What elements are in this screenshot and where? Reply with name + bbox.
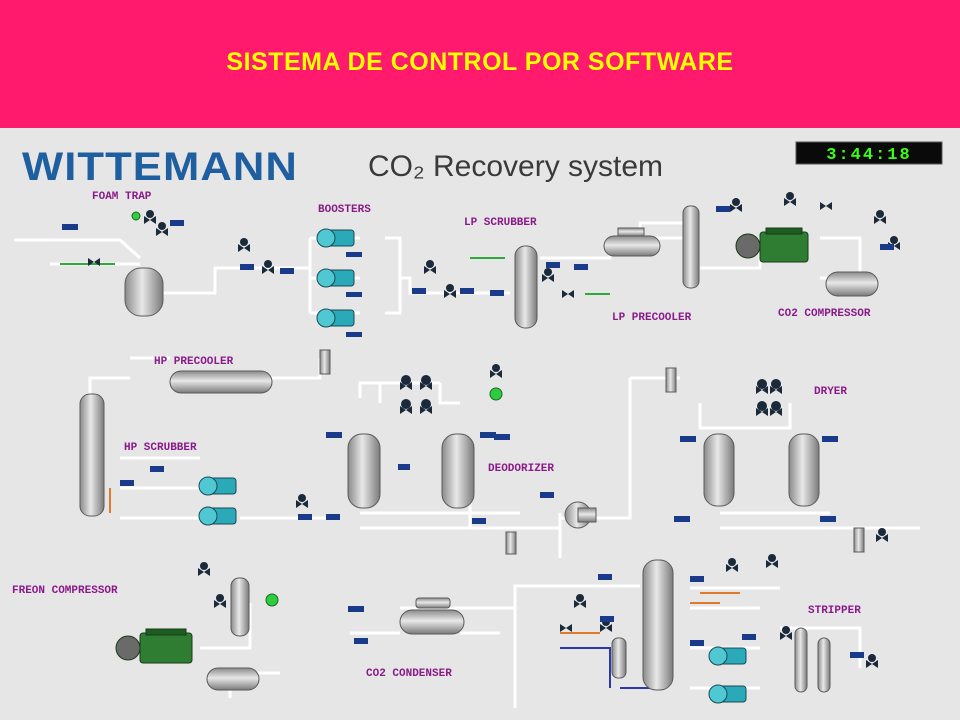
booster-pump-2[interactable] bbox=[316, 268, 355, 288]
title-banner: SISTEMA DE CONTROL POR SOFTWARE bbox=[0, 0, 960, 129]
co2-recovery-hmi: WITTEMANN CO₂ Recovery system 3:44:18 bbox=[0, 128, 960, 720]
dryer-vessel-2 bbox=[788, 433, 820, 507]
co2-compressor-motor[interactable] bbox=[735, 227, 809, 263]
deodorizer-vessel-1 bbox=[347, 433, 381, 509]
process-lines-colored bbox=[60, 257, 740, 689]
valve[interactable] bbox=[820, 202, 832, 210]
hp-pump-1[interactable] bbox=[198, 476, 237, 496]
dryer-vessel-1 bbox=[703, 433, 735, 507]
valve[interactable] bbox=[876, 528, 888, 542]
label-stripper: STRIPPER bbox=[808, 605, 861, 617]
status-indicators bbox=[131, 211, 503, 607]
booster-pump-1[interactable] bbox=[316, 228, 355, 248]
valve[interactable] bbox=[866, 654, 878, 668]
co2-column bbox=[682, 205, 700, 289]
valve[interactable] bbox=[874, 210, 886, 224]
label-lp-scrubber: LP SCRUBBER bbox=[464, 217, 537, 229]
label-hp-scrubber: HP SCRUBBER bbox=[124, 442, 197, 454]
green-status-indicator bbox=[131, 211, 141, 221]
valve[interactable] bbox=[400, 375, 412, 390]
valve[interactable] bbox=[730, 198, 742, 212]
valve[interactable] bbox=[420, 375, 432, 390]
blower bbox=[564, 501, 597, 529]
lp-precooler-exchanger bbox=[603, 235, 661, 257]
valve[interactable] bbox=[400, 399, 412, 414]
valve[interactable] bbox=[726, 558, 738, 572]
valve[interactable] bbox=[144, 210, 156, 224]
valve[interactable] bbox=[420, 399, 432, 414]
label-co2-condenser: CO2 CONDENSER bbox=[366, 668, 452, 680]
label-freon-compressor: FREON COMPRESSOR bbox=[12, 585, 118, 597]
hp-pump-2[interactable] bbox=[198, 506, 237, 526]
valve[interactable] bbox=[490, 364, 502, 378]
co2-receiver bbox=[825, 271, 879, 297]
label-foam-trap: FOAM TRAP bbox=[92, 191, 152, 203]
co2-condenser bbox=[399, 609, 465, 635]
vessels bbox=[79, 205, 879, 693]
valve[interactable] bbox=[756, 379, 768, 394]
stripper-column bbox=[642, 559, 674, 691]
valve[interactable] bbox=[574, 594, 586, 608]
booster-pumps bbox=[198, 228, 747, 704]
label-dryer: DRYER bbox=[814, 386, 847, 398]
valve[interactable] bbox=[296, 494, 308, 508]
valve[interactable] bbox=[444, 284, 456, 298]
clock-display: 3:44:18 bbox=[795, 141, 943, 165]
stripper-pump-1[interactable] bbox=[708, 646, 747, 666]
green-status-indicator bbox=[489, 387, 503, 401]
valve[interactable] bbox=[198, 562, 210, 576]
valve[interactable] bbox=[770, 379, 782, 394]
control-valves bbox=[88, 192, 900, 668]
label-deodorizer: DEODORIZER bbox=[488, 463, 554, 475]
stripper-pump-2[interactable] bbox=[708, 684, 747, 704]
valve[interactable] bbox=[770, 401, 782, 416]
stripper-reboiler bbox=[611, 637, 627, 679]
label-lp-precooler: LP PRECOOLER bbox=[612, 312, 692, 324]
green-status-indicator bbox=[265, 593, 279, 607]
valve[interactable] bbox=[214, 594, 226, 608]
freon-compressor-motor[interactable] bbox=[115, 628, 193, 664]
clock-text: 3:44:18 bbox=[826, 146, 911, 165]
valve[interactable] bbox=[156, 222, 168, 236]
valve[interactable] bbox=[766, 554, 778, 568]
foam-trap-vessel bbox=[124, 267, 164, 317]
valve[interactable] bbox=[784, 192, 796, 206]
label-hp-precooler: HP PRECOOLER bbox=[154, 356, 234, 368]
wittemann-logo: WITTEMANN bbox=[22, 145, 298, 189]
hp-scrubber-column bbox=[79, 393, 105, 517]
label-co2-compressor: CO2 COMPRESSOR bbox=[778, 308, 871, 320]
brand-logo-text: WITTEMANN bbox=[22, 145, 298, 189]
section-labels: FOAM TRAP BOOSTERS LP SCRUBBER LP PRECOO… bbox=[12, 191, 871, 680]
lp-scrubber-column bbox=[514, 245, 538, 329]
valve[interactable] bbox=[542, 268, 554, 282]
valve[interactable] bbox=[560, 624, 572, 632]
valve[interactable] bbox=[424, 260, 436, 274]
system-title: CO₂ Recovery system bbox=[368, 150, 663, 183]
stripper-vessel-b bbox=[817, 637, 831, 693]
booster-pump-3[interactable] bbox=[316, 308, 355, 328]
slide-title: SISTEMA DE CONTROL POR SOFTWARE bbox=[226, 48, 734, 76]
stripper-vessel-a bbox=[794, 627, 808, 693]
valve[interactable] bbox=[756, 401, 768, 416]
valve[interactable] bbox=[780, 626, 792, 640]
valve[interactable] bbox=[562, 290, 574, 298]
deodorizer-vessel-2 bbox=[441, 433, 475, 509]
valve[interactable] bbox=[238, 238, 250, 252]
instrument-tags bbox=[62, 206, 894, 658]
hp-precooler-exchanger bbox=[169, 370, 273, 394]
label-boosters: BOOSTERS bbox=[318, 204, 371, 216]
valve[interactable] bbox=[88, 258, 100, 266]
freon-receiver bbox=[206, 667, 260, 691]
compressor-motors bbox=[115, 227, 809, 664]
valve[interactable] bbox=[262, 260, 274, 274]
freon-separator bbox=[230, 577, 250, 637]
